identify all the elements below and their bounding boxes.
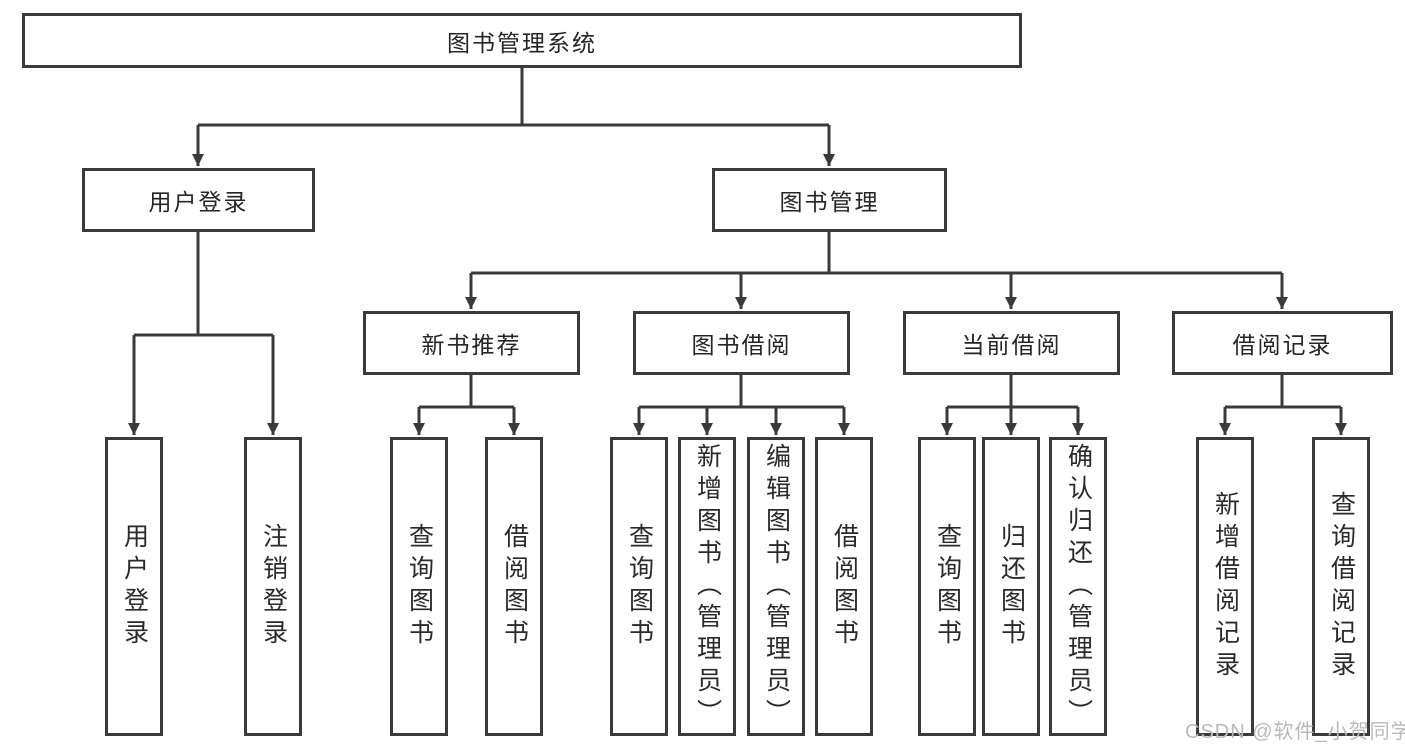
- leaf-logout: 注销登录: [244, 437, 302, 736]
- node-user-login: 用户登录: [82, 168, 315, 232]
- leaf-label: 用户登录: [120, 522, 149, 651]
- leaf-borrow-book: 借阅图书: [815, 437, 873, 736]
- leaf-label: 注销登录: [259, 522, 288, 651]
- leaf-add-borrow-record: 新增借阅记录: [1196, 437, 1254, 736]
- leaf-query-book-borrow: 查询图书: [610, 437, 668, 736]
- leaf-query-borrow-record: 查询借阅记录: [1312, 437, 1370, 736]
- leaf-borrow-book-recommend: 借阅图书: [485, 437, 543, 736]
- leaf-label: 确认归还（管理员）: [1064, 442, 1093, 731]
- node-new-book-recommend: 新书推荐: [363, 311, 580, 375]
- leaf-user-login: 用户登录: [105, 437, 163, 736]
- node-book-borrow: 图书借阅: [633, 311, 850, 375]
- leaf-confirm-return-admin: 确认归还（管理员）: [1049, 437, 1107, 736]
- leaf-label: 借阅图书: [500, 522, 529, 651]
- leaf-label: 查询图书: [933, 522, 962, 651]
- leaf-label: 编辑图书（管理员）: [762, 442, 791, 731]
- node-borrow-record: 借阅记录: [1172, 311, 1393, 375]
- leaf-query-book-current: 查询图书: [918, 437, 976, 736]
- node-book-management: 图书管理: [712, 168, 947, 232]
- leaf-query-book-recommend: 查询图书: [390, 437, 448, 736]
- leaf-add-book-admin: 新增图书（管理员）: [678, 437, 736, 736]
- leaf-label: 归还图书: [997, 522, 1026, 651]
- leaf-return-book: 归还图书: [982, 437, 1040, 736]
- leaf-label: 新增借阅记录: [1211, 490, 1240, 683]
- node-library-system: 图书管理系统: [22, 13, 1022, 68]
- leaf-label: 查询图书: [625, 522, 654, 651]
- leaf-label: 查询借阅记录: [1327, 490, 1356, 683]
- leaf-label: 查询图书: [405, 522, 434, 651]
- leaf-edit-book-admin: 编辑图书（管理员）: [747, 437, 805, 736]
- leaf-label: 借阅图书: [830, 522, 859, 651]
- leaf-label: 新增图书（管理员）: [693, 442, 722, 731]
- node-current-borrow: 当前借阅: [903, 311, 1120, 375]
- watermark: CSDN @软件_小贺同学: [1185, 721, 1405, 743]
